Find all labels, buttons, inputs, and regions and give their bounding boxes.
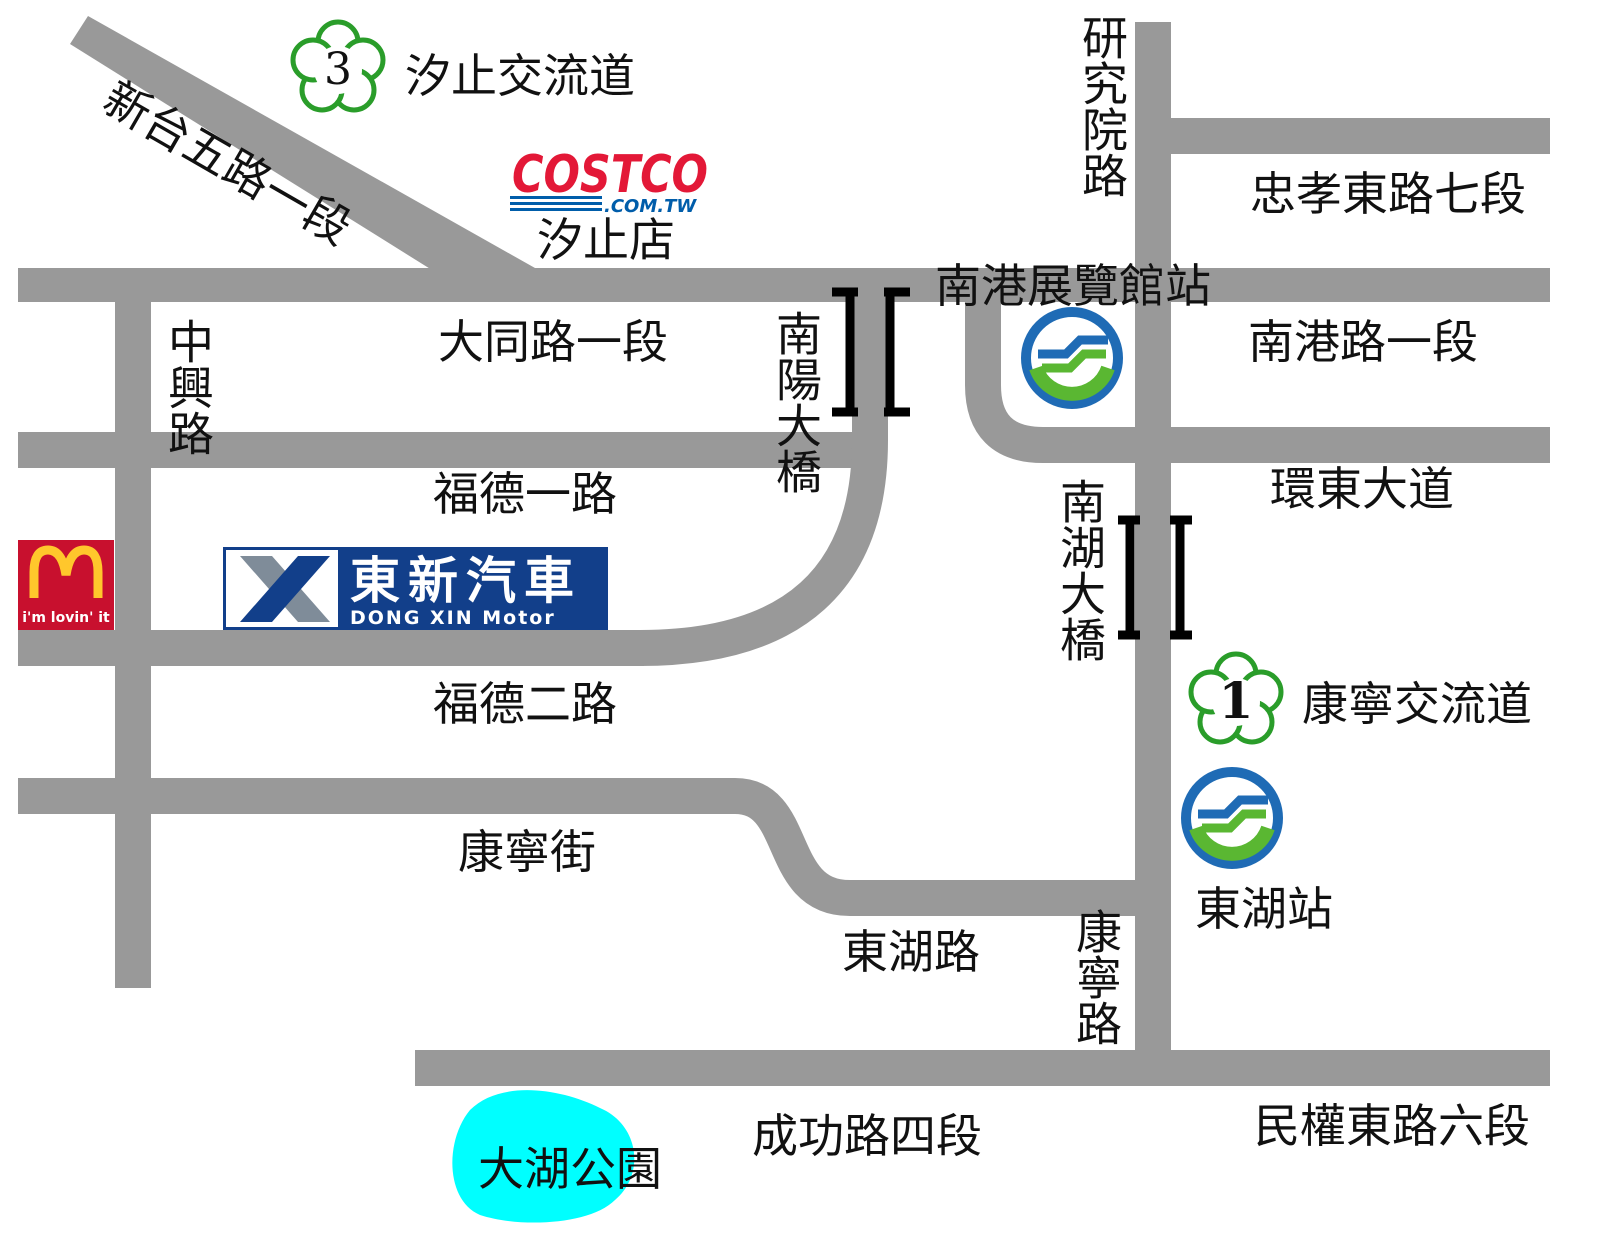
metro-icon (1181, 767, 1283, 869)
dongxin-x-icon (240, 556, 330, 622)
costco-stripe (510, 202, 602, 205)
dongxin-name-en: DONG XIN Motor (350, 607, 556, 629)
label-kangning-st: 康寧街 (458, 825, 596, 879)
interchange-3-name: 汐止交流道 (405, 49, 635, 103)
interchange-1-marker: 1 (1188, 651, 1284, 745)
golden-arches-icon (29, 545, 103, 598)
road-chenggong (415, 1050, 1550, 1086)
road-nangang-curve (965, 300, 1550, 463)
label-fude2: 福德二路 (433, 677, 617, 731)
costco-logo-sub: .COM.TW (604, 196, 697, 217)
dongxin-name-zh: 東新汽車 (350, 552, 582, 610)
interchange-1-number: 1 (1219, 671, 1254, 730)
park-label: 大湖公園 (478, 1142, 662, 1196)
costco-logo-text: COSTCO (512, 145, 708, 205)
label-datong: 大同路一段 (438, 315, 668, 369)
interchange-3-number: 3 (324, 44, 352, 95)
road-xintai (70, 16, 535, 300)
dongxin-sign: 東新汽車 DONG XIN Motor (223, 547, 608, 630)
bridge-nanyang-symbol (832, 287, 910, 417)
label-huandong: 環東大道 (1270, 462, 1454, 516)
road-network (18, 16, 1550, 1086)
station-donghu-label: 東湖站 (1195, 882, 1333, 936)
label-yanjiuyuan: 研究院路 (1075, 14, 1129, 198)
label-kangning-rd: 康寧路 (1069, 908, 1123, 1046)
costco-stripe (510, 196, 602, 199)
label-zhongxiao: 忠孝東路七段 (1250, 167, 1526, 221)
park-area (452, 1090, 635, 1223)
station-nangang-label: 南港展覽館站 (935, 259, 1211, 313)
label-donghu-rd: 東湖路 (842, 925, 980, 979)
flower-icon (290, 19, 386, 113)
label-fude1: 福德一路 (433, 467, 617, 521)
bridge-nanhu-symbol (1118, 515, 1192, 640)
interchange-3-marker: 3 (290, 19, 386, 113)
costco-stripe (510, 208, 602, 211)
mcdonalds-slogan: i'm lovin' it (22, 610, 110, 626)
label-minquan: 民權東路六段 (1254, 1099, 1530, 1153)
label-chenggong: 成功路四段 (752, 1109, 982, 1163)
label-zhongxing: 中興路 (161, 318, 215, 456)
label-nanyang-bridge: 南陽大橋 (769, 310, 823, 494)
flower-icon (1188, 651, 1284, 745)
interchange-1-name: 康寧交流道 (1302, 677, 1532, 731)
metro-icon (1021, 307, 1123, 409)
mcdonalds-logo: i'm lovin' it (18, 540, 114, 630)
costco-logo: COSTCO .COM.TW (510, 145, 708, 217)
road-fude2 (18, 630, 644, 666)
road-kangning-st (18, 778, 1140, 916)
road-datong (18, 268, 1550, 302)
road-zhongxiao (1170, 118, 1550, 154)
costco-branch: 汐止店 (537, 213, 675, 267)
road-fude1 (18, 432, 872, 468)
road-yanjiuyuan (1135, 22, 1171, 1054)
road-nanyang-curve (639, 300, 888, 666)
label-nanhu-bridge: 南湖大橋 (1053, 478, 1107, 662)
label-nangang-rd: 南港路一段 (1248, 315, 1478, 369)
